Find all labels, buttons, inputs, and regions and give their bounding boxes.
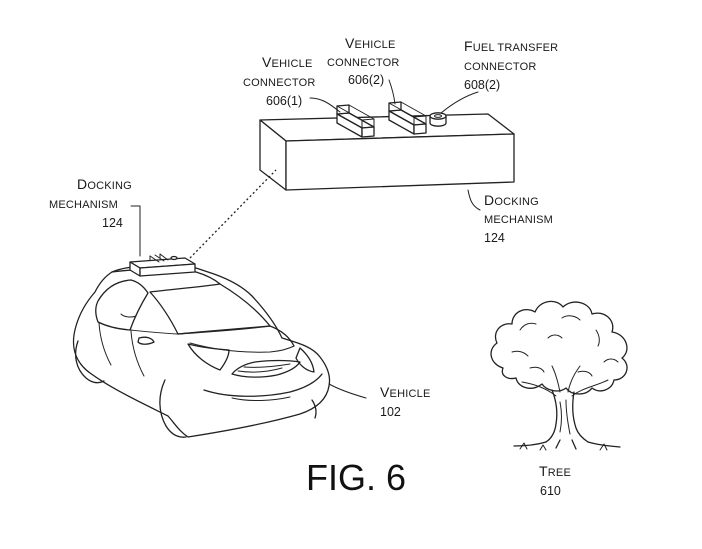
leader-vehicle bbox=[328, 383, 367, 399]
label-fuel-transfer-line2: CONNECTOR bbox=[464, 61, 537, 73]
vehicle-connector-606-1 bbox=[336, 104, 375, 138]
label-vehicle-number: 102 bbox=[380, 405, 401, 419]
docking-mechanism-on-roof bbox=[129, 253, 196, 277]
tree-drawing bbox=[490, 300, 628, 451]
leader-vehicle-connector-1 bbox=[309, 97, 341, 113]
label-tree-number: 610 bbox=[540, 484, 561, 498]
leader-docking-left bbox=[130, 205, 141, 257]
label-vehicle-connector-1-line2: CONNECTOR bbox=[243, 77, 316, 89]
label-docking-left-line1: DOCKING bbox=[77, 176, 132, 192]
label-docking-right-line1: DOCKING bbox=[484, 192, 539, 208]
detail-link-line bbox=[189, 169, 277, 259]
label-fuel-transfer-line1: FUEL TRANSFER bbox=[464, 38, 558, 54]
label-fuel-transfer-number: 608(2) bbox=[464, 78, 500, 92]
docking-mechanism-enlarged bbox=[259, 101, 515, 191]
leader-vehicle-connector-2 bbox=[388, 79, 396, 105]
label-docking-left-number: 124 bbox=[102, 216, 123, 230]
label-vehicle-connector-1-line1: VEHICLE bbox=[262, 54, 312, 70]
leader-fuel-transfer bbox=[440, 91, 479, 114]
label-vehicle-connector-1-number: 606(1) bbox=[266, 94, 302, 108]
label-docking-right-number: 124 bbox=[484, 231, 505, 245]
label-vehicle-connector-2-line2: CONNECTOR bbox=[327, 57, 400, 69]
label-docking-right-line2: MECHANISM bbox=[484, 214, 553, 226]
fuel-transfer-connector-608-2 bbox=[429, 112, 447, 127]
label-vehicle-connector-2-line1: VEHICLE bbox=[345, 35, 395, 51]
label-docking-left-line2: MECHANISM bbox=[49, 199, 118, 211]
vehicle-drawing bbox=[72, 265, 331, 438]
vehicle-connector-606-2 bbox=[388, 101, 427, 135]
label-vehicle-connector-2-number: 606(2) bbox=[348, 73, 384, 87]
leader-docking-right bbox=[467, 189, 481, 211]
label-tree-line1: TREE bbox=[539, 463, 571, 479]
figure-label: FIG. 6 bbox=[306, 457, 406, 498]
label-vehicle-line1: VEHICLE bbox=[380, 384, 430, 400]
